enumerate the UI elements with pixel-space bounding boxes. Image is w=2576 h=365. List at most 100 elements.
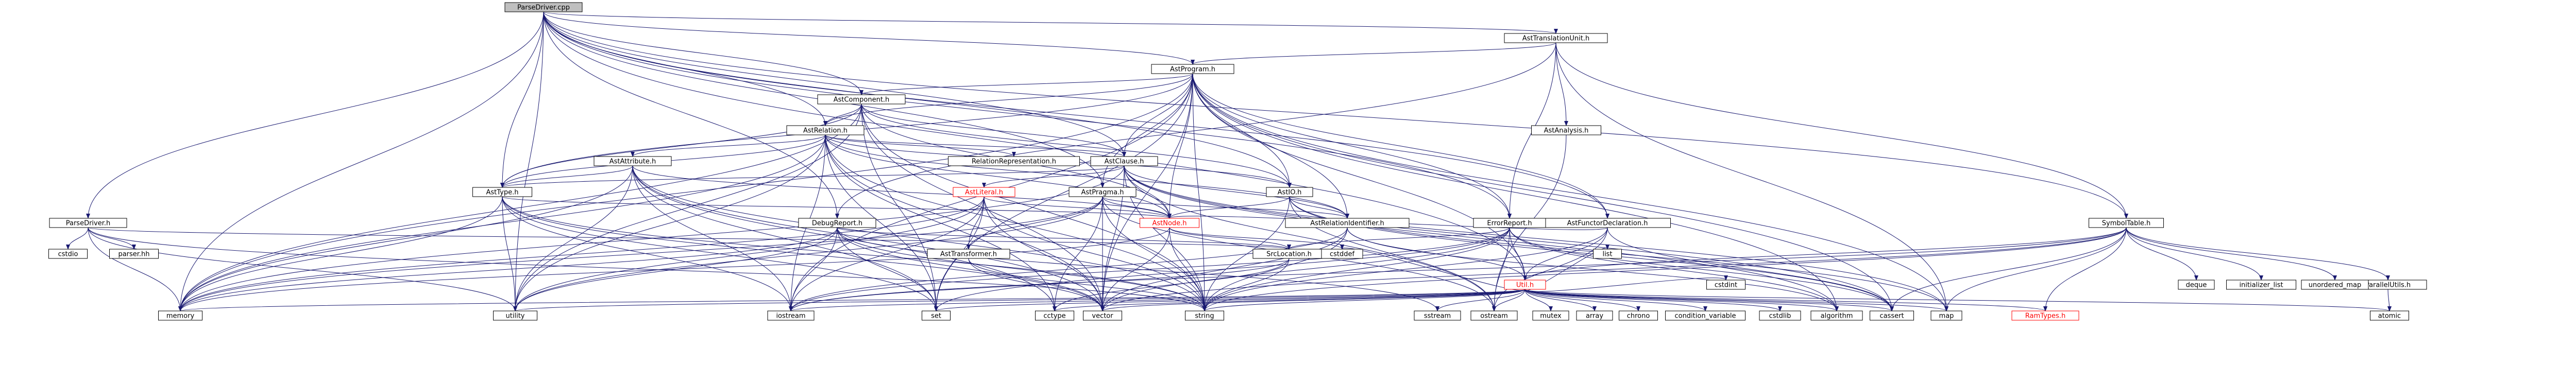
edge-ast-clause-to-ast-literal [982,165,1125,188]
node-label: utility [506,312,525,320]
node-label: initializer_list [2239,282,2283,289]
node-ast-node[interactable]: AstNode.h [1140,218,1199,228]
edge-util-to-cstddef [1340,244,1526,291]
node-ast-relation-identifier[interactable]: AstRelationIdentifier.h [1285,218,1410,228]
edge-ast-program-to-error-report [1192,73,1512,219]
node-ast-attribute[interactable]: AstAttribute.h [594,156,672,166]
node-ram-types[interactable]: RamTypes.h [2011,310,2079,321]
edge-ast-type-to-utility [502,196,517,311]
node-label: AstRelation.h [803,127,848,135]
edge-util-to-cctype [1053,289,1526,311]
edge-error-report-to-ostream [1492,227,1510,311]
edge-debug-report-to-src-location [837,227,1291,250]
edge-ast-relation-to-vector [825,134,1105,311]
node-label: SymbolTable.h [2102,220,2150,228]
node-util[interactable]: Util.h [1504,280,1546,290]
node-label: string [1195,312,1214,320]
edge-ast-literal-to-utility [513,196,985,311]
node-ast-functor-declaration[interactable]: AstFunctorDeclaration.h [1544,218,1671,228]
node-label: SrcLocation.h [1266,251,1312,258]
edge-ast-pragma-to-ast-node [1102,196,1172,219]
node-condition-variable: condition_variable [1665,310,1745,321]
edge-ast-relation-to-set [825,134,938,311]
edge-debug-report-to-set [837,227,938,311]
node-ast-type[interactable]: AstType.h [472,187,532,197]
node-ast-analysis[interactable]: AstAnalysis.h [1531,125,1601,135]
edge-ast-node-to-cstddef [1169,227,1344,250]
node-symbol-table[interactable]: SymbolTable.h [2089,218,2164,228]
edge-ast-translation-unit-to-ast-analysis [1555,42,1568,126]
node-label: AstFunctorDeclaration.h [1567,220,1648,228]
edge-ast-literal-to-vector [984,196,1105,311]
edge-ast-clause-to-algorithm [1124,165,1839,311]
edge-util-to-sstream [1435,289,1526,311]
node-ast-relation[interactable]: AstRelation.h [786,125,865,135]
edge-ast-type-to-memory [178,196,503,311]
edge-ast-node-to-src-location [1169,227,1291,250]
node-label: unordered_map [2309,282,2362,289]
node-label: AstLiteral.h [965,189,1003,197]
edge-ast-program-to-memory [178,73,1193,311]
node-deque: deque [2178,280,2215,290]
node-error-report[interactable]: ErrorReport.h [1473,218,1546,228]
edge-symbol-table-to-util [1523,227,2127,281]
node-parse-driver-h[interactable]: ParseDriver.h [49,218,127,228]
node-ast-translation-unit[interactable]: AstTranslationUnit.h [1504,33,1608,43]
edge-error-report-to-string [1202,227,1510,311]
node-parsedriver-cpp: ParseDriver.cpp [504,2,583,12]
node-cstdlib: cstdlib [1759,310,1801,321]
edge-symbol-table-to-iostream [789,227,2127,311]
node-ast-literal[interactable]: AstLiteral.h [953,187,1015,197]
edge-symbol-table-to-vector [1100,227,2127,311]
node-cassert: cassert [1870,310,1914,321]
node-label: sstream [1424,312,1451,320]
node-ast-program[interactable]: AstProgram.h [1151,64,1234,74]
edge-ast-attribute-to-ast-type [500,165,633,188]
node-label: AstTranslationUnit.h [1522,35,1589,43]
node-label: cassert [1879,312,1904,320]
node-label: chrono [1627,312,1650,320]
node-ast-transformer[interactable]: AstTransformer.h [927,249,1010,259]
node-ostream: ostream [1470,310,1518,321]
edge-symbol-table-to-parallel-utils [2126,227,2390,281]
node-sstream: sstream [1414,310,1461,321]
edge-ast-relation-to-ast-node [825,134,1172,219]
edge-symbol-table-to-deque [2126,227,2198,281]
node-ast-component[interactable]: AstComponent.h [817,94,906,105]
node-label: ParseDriver.cpp [517,4,570,12]
edge-util-to-map [1524,289,1948,311]
node-array: array [1576,310,1613,321]
node-label: DebugReport.h [812,220,862,228]
node-ast-pragma[interactable]: AstPragma.h [1069,187,1137,197]
node-label: RamTypes.h [2025,312,2065,320]
edge-util-to-algorithm [1524,289,1839,311]
node-vector: vector [1083,310,1122,321]
edge-debug-report-to-utility [513,227,838,311]
node-debug-report[interactable]: DebugReport.h [798,218,876,228]
edge-ast-component-to-ast-io [861,103,1292,188]
node-ast-io[interactable]: AstIO.h [1266,187,1313,197]
node-src-location[interactable]: SrcLocation.h [1252,249,1326,259]
node-label: set [931,312,941,320]
edge-ast-clause-to-ast-relation-identifier [1124,165,1349,219]
node-label: memory [166,312,195,320]
edge-ast-pragma-to-string [1102,196,1207,311]
edge-ast-clause-to-ostream [1124,165,1496,311]
edge-parsedriver-cpp-to-ast-functor-declaration [543,11,1609,219]
node-relation-representation[interactable]: RelationRepresentation.h [948,156,1080,166]
edge-ast-relation-identifier-to-algorithm [1347,227,1839,311]
node-ast-clause[interactable]: AstClause.h [1090,156,1158,166]
edge-ast-literal-to-iostream [789,196,985,311]
edge-ast-attribute-to-memory [178,165,633,311]
node-label: ParseDriver.h [66,220,111,228]
edge-ast-type-to-iostream [502,196,793,311]
node-label: AstComponent.h [834,96,890,104]
node-label: cstddef [1330,251,1355,258]
edge-ast-relation-identifier-to-string [1202,227,1348,311]
node-parser-hh: parser.hh [109,249,159,259]
node-atomic: atomic [2370,310,2409,321]
edge-ast-literal-to-memory [178,196,985,311]
edge-ast-translation-unit-to-debug-report [835,42,1556,219]
node-label: vector [1092,312,1113,320]
